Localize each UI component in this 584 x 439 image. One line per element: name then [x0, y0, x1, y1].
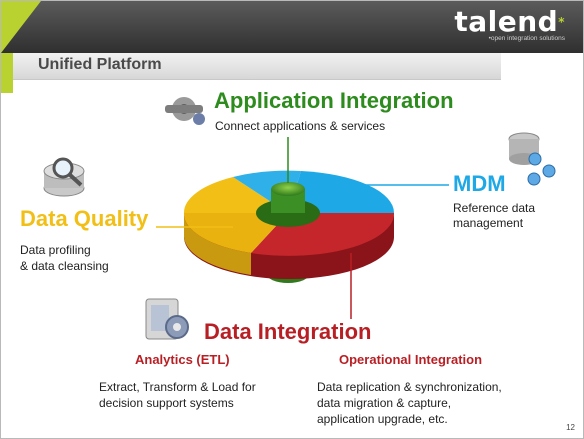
document-gear-icon — [145, 298, 189, 340]
mdm-desc-line1: Reference data — [453, 201, 536, 215]
slice-quality-front — [183, 213, 288, 253]
slice-quality-top — [183, 177, 288, 213]
magnifier-icon — [43, 157, 85, 197]
operational-desc-line3: application upgrade, etc. — [317, 412, 448, 426]
analytics-title: Analytics (ETL) — [135, 352, 230, 367]
mdm-title: MDM — [453, 171, 506, 196]
disc-side-gold — [183, 213, 251, 275]
analytics-desc-line1: Extract, Transform & Load for — [99, 380, 256, 394]
brand-star: * — [558, 15, 565, 29]
brand-name: talend — [454, 5, 559, 38]
database-cluster-icon — [508, 132, 556, 186]
data-quality-desc-line2: & data cleansing — [20, 259, 109, 273]
title-band: Unified Platform — [13, 53, 501, 80]
analytics-desc-line2: decision support systems — [99, 396, 234, 410]
operational-desc-line2: data migration & capture, — [317, 396, 452, 410]
lime-accent — [1, 1, 41, 53]
app-integration-desc: Connect applications & services — [215, 119, 386, 133]
brand-logo: talend* •open integration solutions — [454, 5, 565, 43]
operational-desc-line1: Data replication & synchronization, — [317, 380, 502, 394]
mdm-desc-line2: management — [453, 216, 524, 230]
app-integration-title: Application Integration — [214, 88, 454, 113]
brand-tagline: •open integration solutions — [488, 35, 565, 42]
slice-mdm-top — [288, 171, 395, 213]
operational-title: Operational Integration — [339, 352, 483, 367]
header-bar — [1, 1, 583, 53]
data-quality-desc-line1: Data profiling — [20, 243, 91, 257]
data-integration-title: Data Integration — [204, 319, 372, 344]
left-accent — [1, 53, 13, 93]
data-quality-title: Data Quality — [20, 206, 149, 231]
slide-title: Unified Platform — [38, 56, 162, 73]
page-number: 12 — [566, 423, 575, 432]
hub-top — [271, 182, 305, 196]
gears-icon — [165, 97, 205, 125]
